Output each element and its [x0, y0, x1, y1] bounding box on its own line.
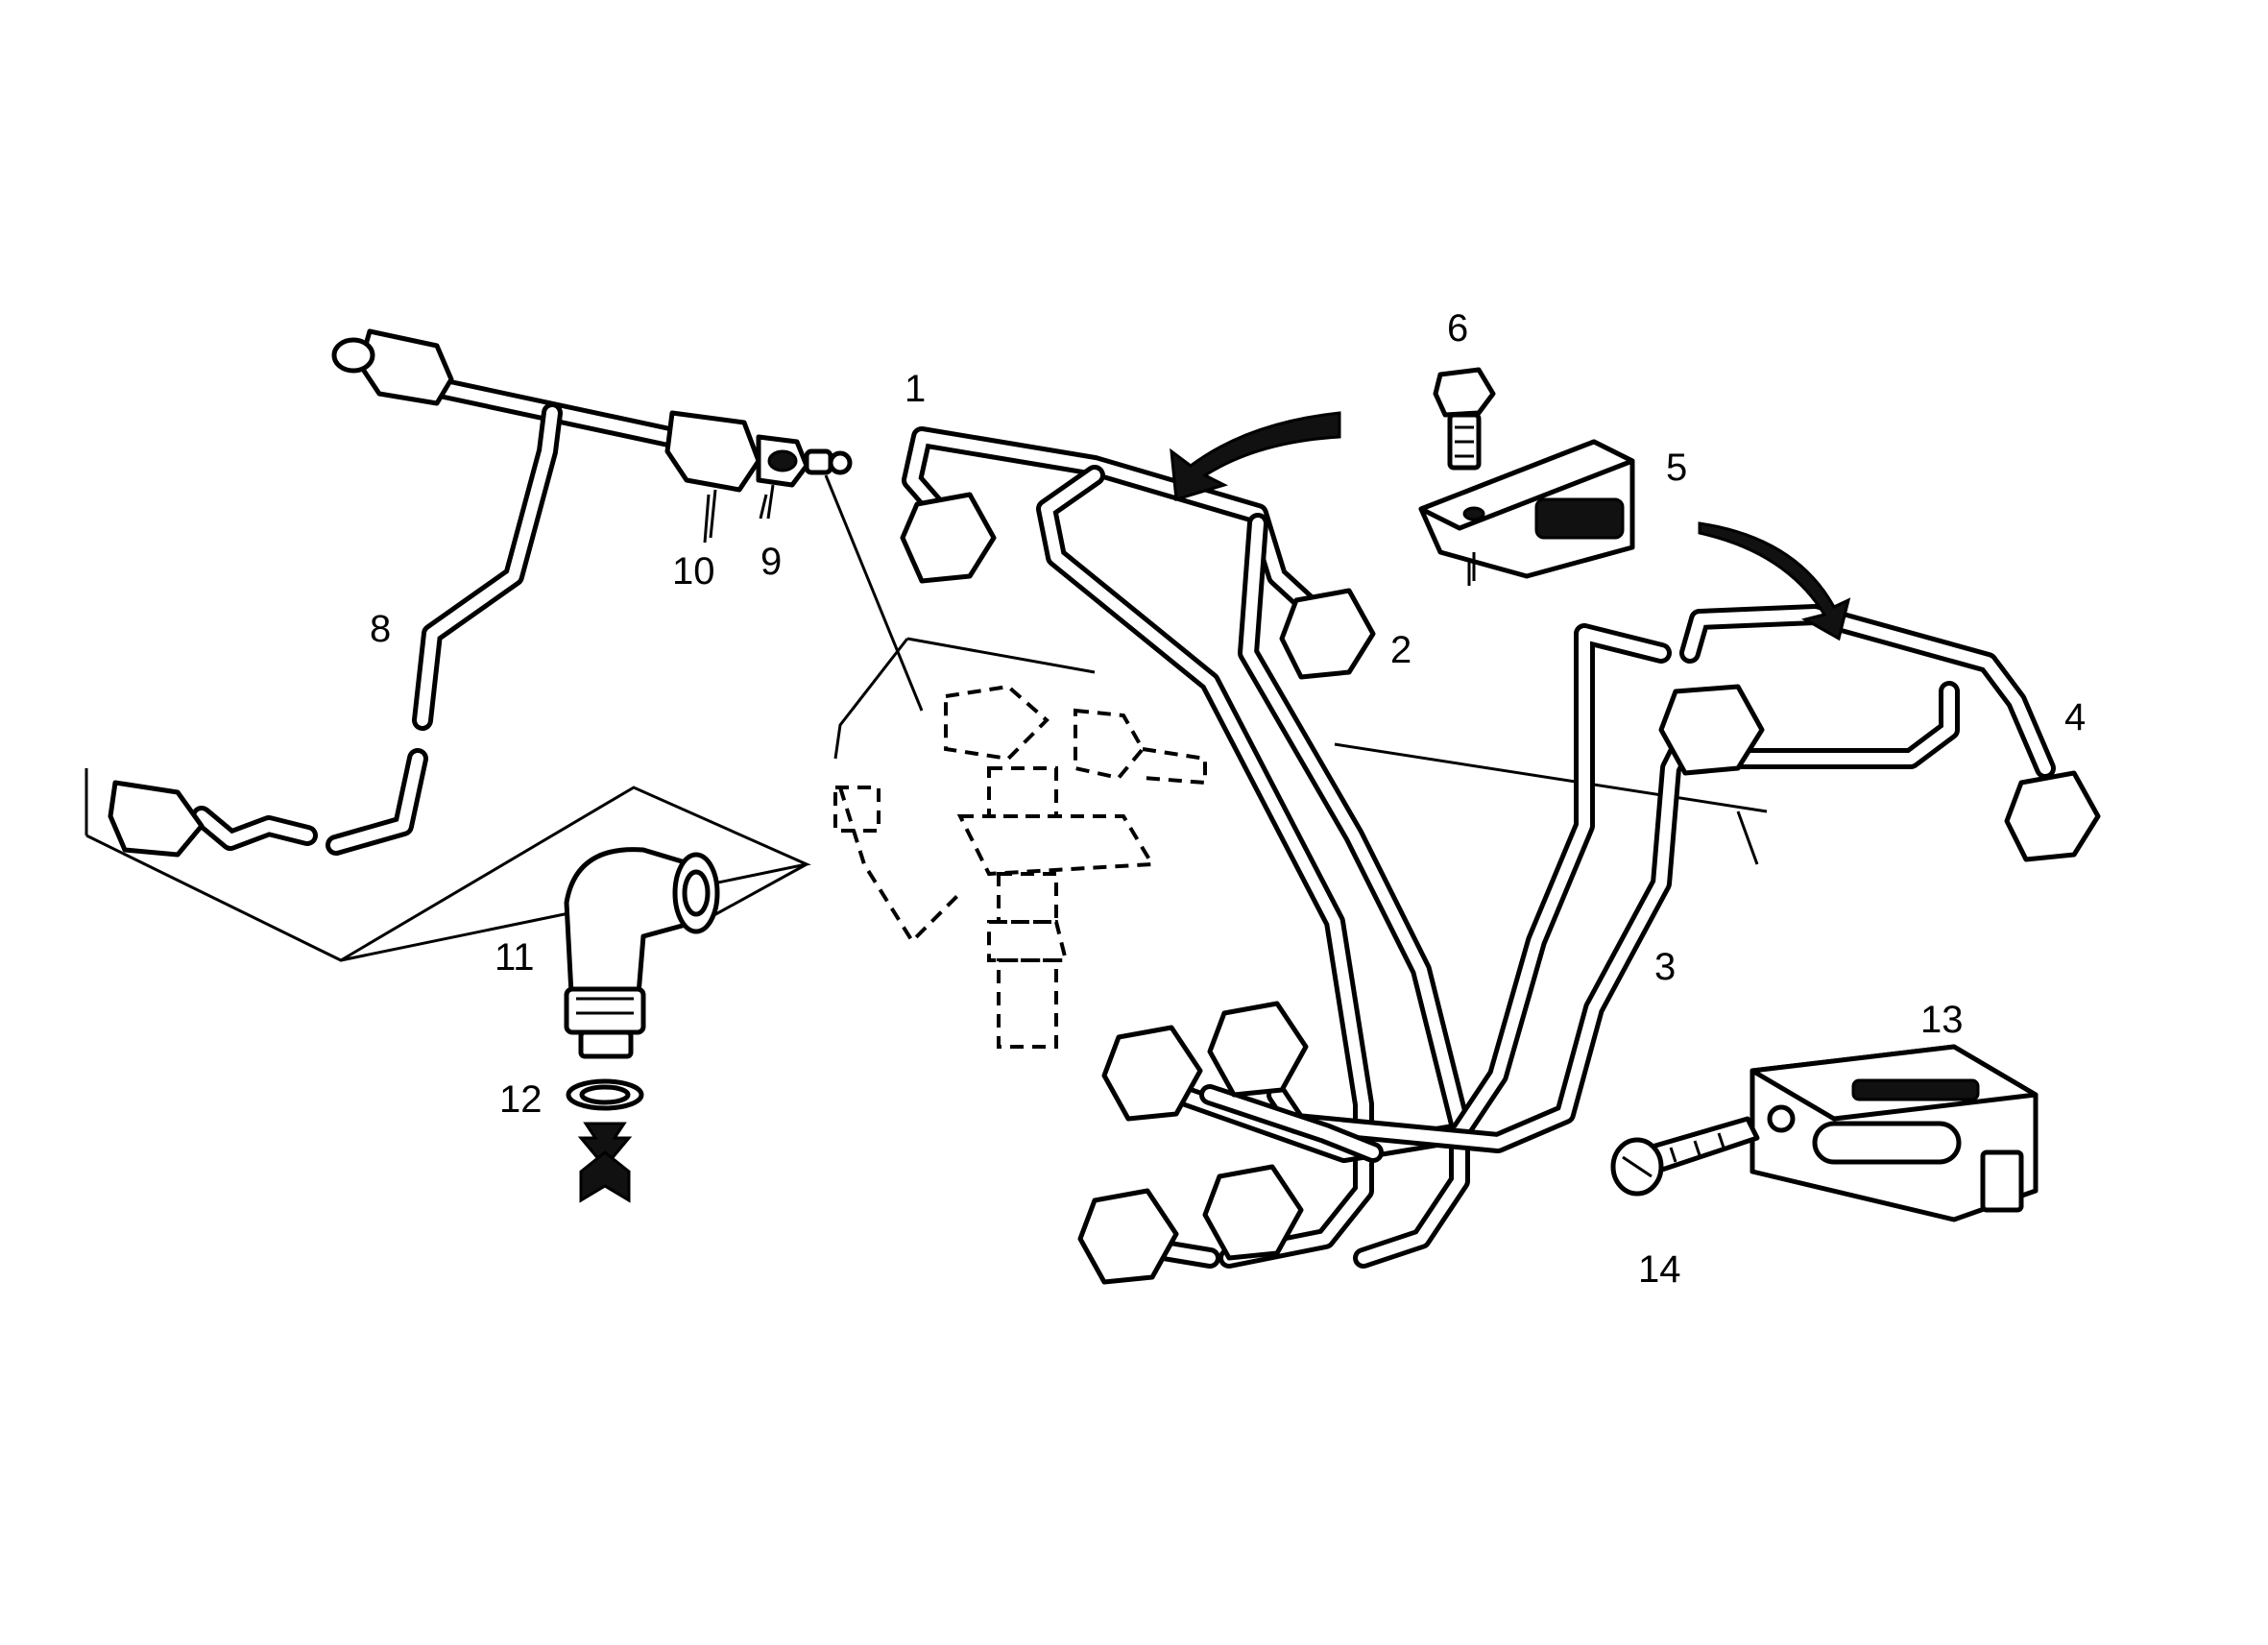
callout-5: 5 — [1666, 447, 1687, 489]
callout-14: 14 — [1638, 1248, 1681, 1291]
callout-12: 12 — [499, 1078, 543, 1121]
callout-13: 13 — [1920, 999, 1964, 1041]
callout-4: 4 — [2064, 696, 2086, 738]
direction-arrows — [1170, 411, 1851, 641]
pipe-nuts — [900, 492, 2101, 1285]
bolt-6 — [1433, 367, 1496, 471]
callout-1: 1 — [905, 368, 926, 410]
injection-pipes — [902, 426, 2056, 1269]
clamp-13 — [1749, 1044, 2039, 1222]
fuel-pipe-8 — [108, 328, 853, 858]
callout-10: 10 — [672, 550, 715, 593]
elbow-fitting-11 — [564, 847, 720, 1059]
dashed-pump-assembly — [833, 684, 1207, 1049]
leader-lines — [84, 474, 1768, 962]
callout-8: 8 — [370, 608, 391, 650]
screw-14 — [1610, 1116, 1760, 1197]
bracket-5 — [1418, 439, 1635, 581]
callouts: 1 2 3 4 5 6 8 9 10 11 12 13 14 — [370, 307, 2086, 1291]
callout-11: 11 — [495, 936, 535, 979]
washer-12 — [566, 1078, 644, 1203]
callout-6: 6 — [1447, 307, 1468, 350]
callout-9: 9 — [760, 541, 782, 583]
callout-2: 2 — [1390, 629, 1411, 671]
callout-3: 3 — [1654, 946, 1676, 988]
